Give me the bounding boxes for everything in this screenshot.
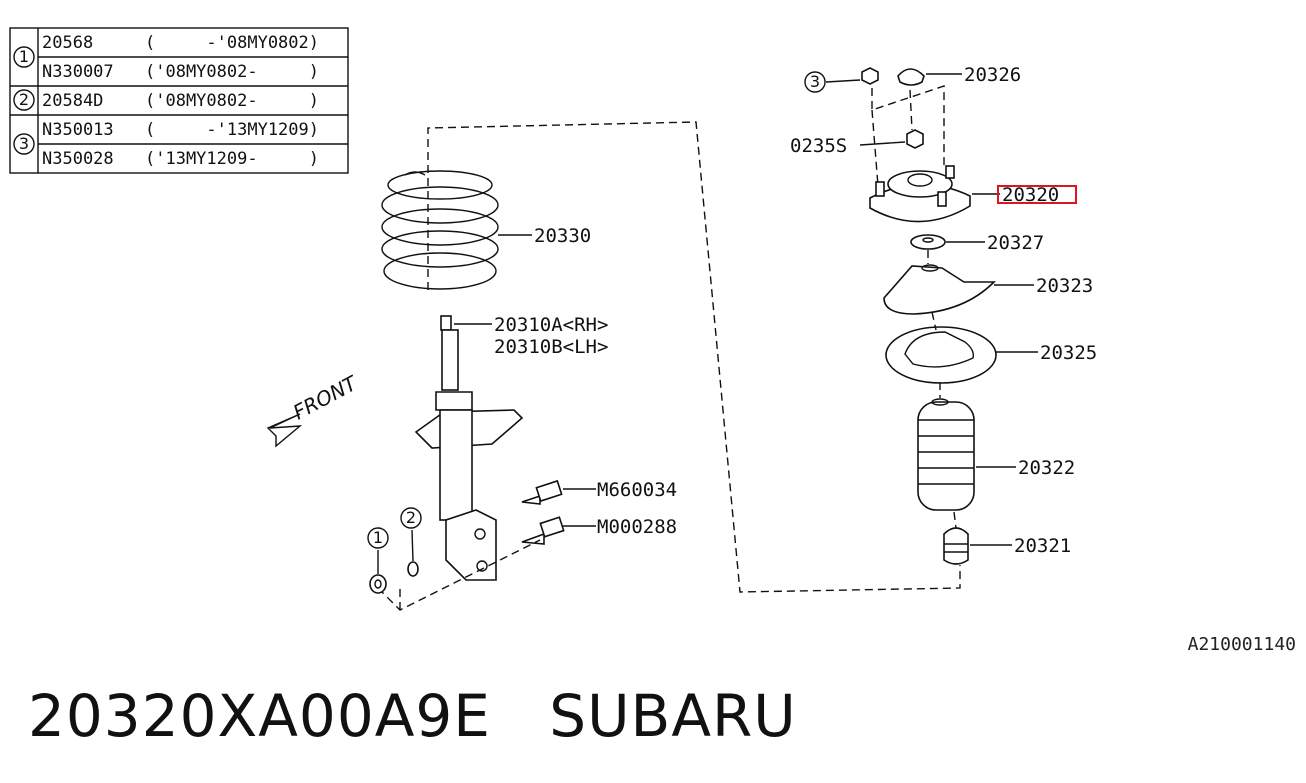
legend-table: 1 2 3 20568 ( -'08MY0802) N330007 ('08MY…	[9, 27, 349, 174]
callout-bumper: 20321	[1014, 535, 1071, 557]
marker-2: 2	[406, 508, 416, 527]
mount-cap[interactable]	[897, 68, 925, 86]
legend-marker-3: 3	[19, 134, 29, 153]
callout-washer: 20327	[987, 232, 1044, 254]
callout-mount: 20320	[1002, 184, 1059, 206]
legend-model-range: ('08MY0802- )	[145, 91, 319, 111]
rubber-seat[interactable]	[885, 326, 997, 384]
legend-part-number: N330007	[42, 62, 114, 82]
washer[interactable]	[407, 561, 419, 577]
callout-cap: 20326	[964, 64, 1021, 86]
upper-washer[interactable]	[910, 234, 946, 250]
mount-nut[interactable]	[861, 67, 879, 85]
bolt-upper[interactable]	[521, 479, 563, 505]
bump-stop[interactable]	[943, 527, 969, 565]
legend-part-number: 20568	[42, 33, 93, 53]
highlight-box	[997, 185, 1077, 204]
front-direction-arrow: FRONT	[266, 370, 362, 448]
callout-seat: 20323	[1036, 275, 1093, 297]
legend-part-number: N350013	[42, 120, 114, 140]
legend-part-number: N350028	[42, 149, 114, 169]
dust-boot[interactable]	[917, 398, 975, 511]
legend-marker-1: 1	[19, 47, 29, 66]
bolt-lower[interactable]	[521, 516, 565, 545]
strut-mount[interactable]	[869, 165, 971, 223]
page-title: 20320XA00A9E SUBARU	[28, 682, 797, 750]
mount-guide-line	[871, 85, 945, 168]
flange-nut[interactable]	[369, 574, 387, 594]
callout-nut: 0235S	[790, 135, 847, 157]
diagram-code: A210001140	[1187, 634, 1296, 655]
center-nut[interactable]	[906, 129, 924, 149]
callout-strut-rh: 20310A<RH>	[494, 314, 608, 336]
legend-model-range: ('13MY1209- )	[145, 149, 319, 169]
legend-model-range: ( -'08MY0802)	[145, 33, 319, 53]
legend-model-range: ('08MY0802- )	[145, 62, 319, 82]
coil-spring[interactable]	[381, 170, 499, 290]
callout-bolt-upper: M660034	[597, 479, 677, 501]
spring-seat[interactable]	[883, 264, 996, 315]
strut-assembly[interactable]	[414, 315, 524, 581]
callout-spring: 20330	[534, 225, 591, 247]
legend-part-number: 20584D	[42, 91, 103, 111]
legend-marker-2: 2	[19, 90, 29, 109]
assembly-connector-line	[427, 121, 961, 593]
callout-strut-lh: 20310B<LH>	[494, 336, 608, 358]
callout-bolt-lower: M000288	[597, 516, 677, 538]
callout-rubber-seat: 20325	[1040, 342, 1097, 364]
marker-1: 1	[373, 528, 383, 547]
legend-model-range: ( -'13MY1209)	[145, 120, 319, 140]
front-label: FRONT	[289, 370, 362, 424]
callout-boot: 20322	[1018, 457, 1075, 479]
marker-3: 3	[810, 72, 820, 91]
